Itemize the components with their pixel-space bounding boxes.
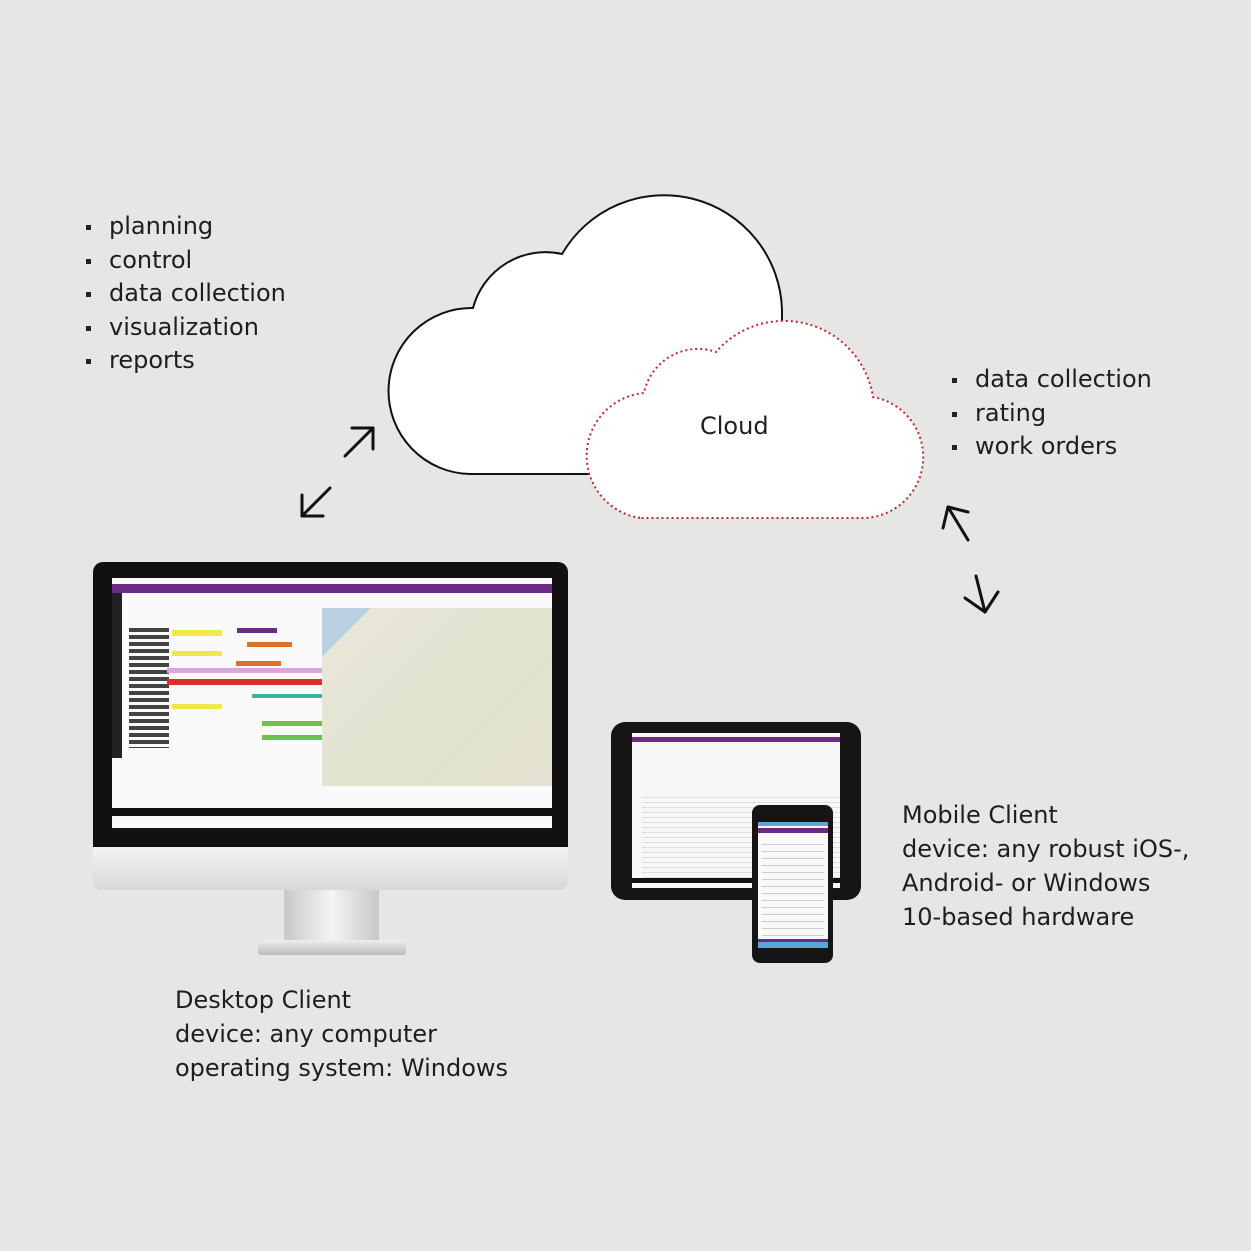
cloud-label: Cloud: [700, 412, 769, 440]
feature-item: data collection: [86, 277, 286, 311]
desktop-client-device: device: any computer: [175, 1020, 438, 1048]
feature-item: planning: [86, 210, 286, 244]
mobile-client-caption: Mobile Client device: any robust iOS-, A…: [902, 798, 1189, 934]
mobile-client-title: Mobile Client: [902, 801, 1058, 829]
feature-item: reports: [86, 344, 286, 378]
cloud-shape: [585, 319, 925, 520]
mobile-client-line: device: any robust iOS-,: [902, 835, 1190, 863]
mobile-client-line: Android- or Windows: [902, 869, 1151, 897]
feature-item: work orders: [952, 430, 1152, 464]
desktop-client-caption: Desktop Client device: any computer oper…: [175, 983, 508, 1085]
arrow-up-icon: [941, 505, 970, 542]
server-feature-list: planning control data collection visuali…: [86, 210, 286, 378]
monitor-stand: [284, 890, 379, 942]
phone-app-screenshot: [758, 822, 828, 948]
arrow-down-icon: [963, 574, 1000, 614]
feature-item: visualization: [86, 311, 286, 345]
desktop-client-title: Desktop Client: [175, 986, 352, 1014]
monitor-base: [258, 940, 406, 955]
arrow-down-left-icon: [300, 486, 332, 518]
feature-item: rating: [952, 397, 1152, 431]
desktop-client-os: operating system: Windows: [175, 1054, 509, 1082]
desktop-app-screenshot: [112, 578, 552, 828]
arrow-up-right-icon: [343, 426, 375, 458]
feature-item: control: [86, 244, 286, 278]
mobile-client-line: 10-based hardware: [902, 903, 1135, 931]
monitor-chin: [93, 847, 568, 890]
feature-item: data collection: [952, 363, 1152, 397]
mobile-feature-list: data collection rating work orders: [952, 363, 1152, 464]
